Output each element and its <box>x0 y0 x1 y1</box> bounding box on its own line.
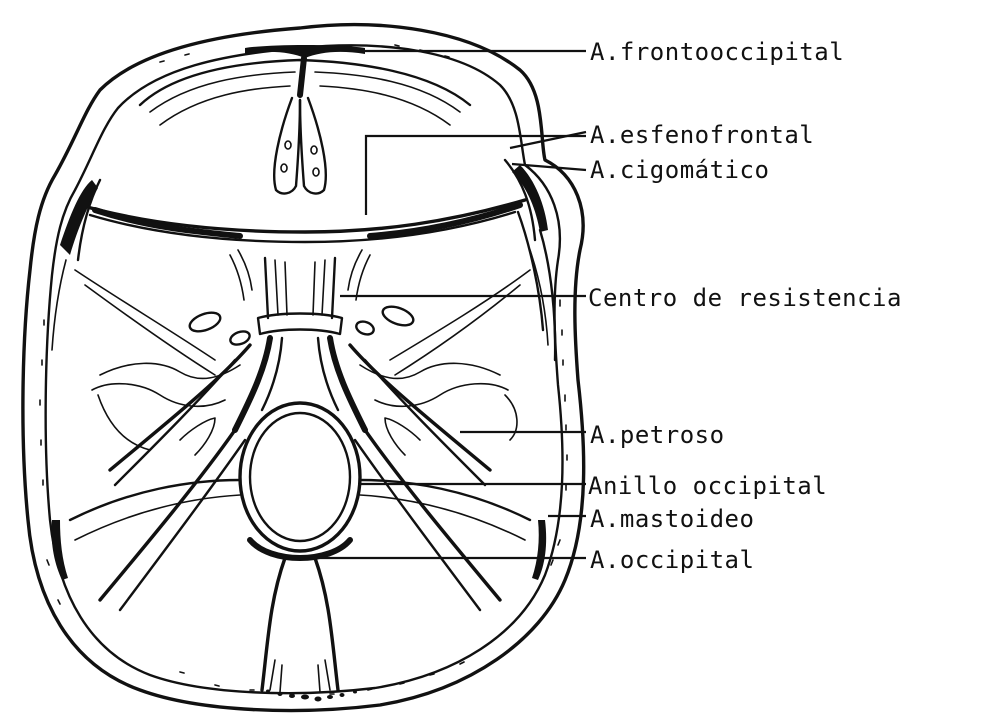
middle-fossa <box>75 250 530 485</box>
label-mastoideo: A.mastoideo <box>590 505 754 533</box>
label-centro-resistencia: Centro de resistencia <box>588 284 902 312</box>
label-frontooccipital: A.frontooccipital <box>590 38 844 66</box>
leader-lines <box>310 51 586 558</box>
anterior-fossa <box>80 45 525 242</box>
label-anillo-occipital: Anillo occipital <box>588 472 827 500</box>
label-esfenofrontal: A.esfenofrontal <box>590 121 814 149</box>
labels: A.frontooccipital A.esfenofrontal A.cigo… <box>588 38 902 574</box>
label-cigomatico: A.cigomático <box>590 156 769 184</box>
posterior-fossa <box>52 338 547 692</box>
label-occipital: A.occipital <box>590 546 754 574</box>
skull-outline <box>23 25 584 711</box>
label-petroso: A.petroso <box>590 421 725 449</box>
